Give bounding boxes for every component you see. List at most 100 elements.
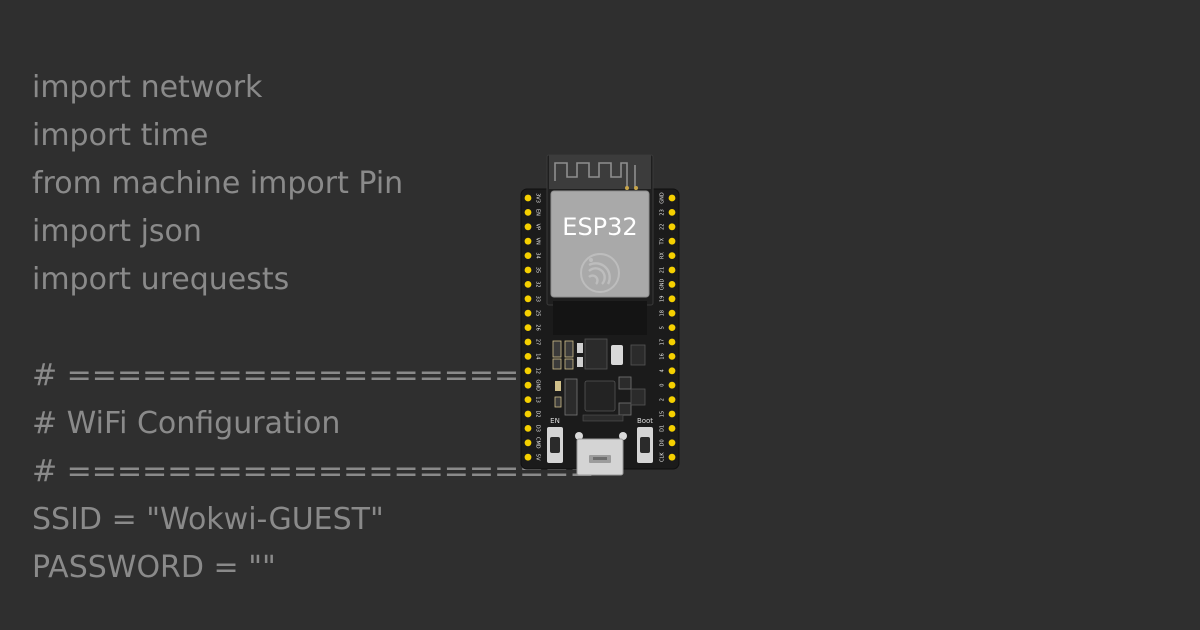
right-pin-pad[interactable]: [668, 281, 676, 288]
right-pin-label: D1: [660, 425, 666, 432]
left-pin-label: D3: [535, 425, 541, 432]
right-pin-label: D0: [660, 439, 666, 446]
left-pin-pad[interactable]: [524, 223, 532, 231]
right-pin-label: 5: [660, 326, 666, 329]
right-pin-label: 16: [660, 353, 666, 359]
left-pin-label: 33: [535, 296, 541, 302]
left-pin-pad[interactable]: [524, 209, 532, 216]
right-pin-pad[interactable]: [668, 425, 676, 432]
antenna-trace: [554, 162, 628, 187]
boot-button[interactable]: Boot: [637, 417, 653, 463]
left-pin-label: 35: [535, 267, 541, 273]
left-pin-label: 25: [535, 310, 541, 316]
right-pin-pad[interactable]: [668, 223, 676, 231]
code-line: from machine import Pin: [32, 166, 404, 201]
left-pin-pad[interactable]: [524, 295, 532, 303]
right-pin-pad[interactable]: [668, 453, 676, 461]
left-pin-pad[interactable]: [524, 309, 532, 317]
right-pin-label: 22: [660, 224, 666, 230]
left-pin-label: 5V: [535, 454, 541, 461]
left-pin-label: 26: [535, 324, 541, 330]
smd-components: [552, 338, 646, 422]
right-pin-pad[interactable]: [668, 252, 676, 259]
left-pin-pad[interactable]: [524, 266, 532, 274]
micro-usb-port[interactable]: [575, 432, 627, 476]
right-pin-pad[interactable]: [668, 209, 676, 216]
left-pin-labels: 3V3ENVPVN343532332526271412GND13D2D3CMD5…: [535, 193, 541, 461]
en-button[interactable]: EN: [547, 417, 563, 463]
right-pin-pad[interactable]: [668, 338, 676, 346]
left-pin-pad[interactable]: [524, 324, 532, 331]
usb-uart-chip: [584, 380, 616, 412]
left-pin-pad[interactable]: [524, 381, 532, 389]
left-pin-pad[interactable]: [524, 410, 532, 418]
left-pin-label: EN: [535, 209, 541, 216]
code-editor[interactable]: import network import time from machine im…: [32, 64, 595, 592]
left-pin-label: 34: [535, 252, 541, 258]
left-pin-label: 3V3: [535, 193, 541, 203]
right-pin-pad[interactable]: [668, 309, 676, 317]
left-pin-pad[interactable]: [524, 439, 532, 447]
right-pin-pad[interactable]: [668, 194, 676, 202]
right-pin-label: 2: [660, 398, 666, 401]
right-pin-pad[interactable]: [668, 381, 676, 389]
code-line: SSID = "Wokwi-GUEST": [32, 502, 384, 537]
right-pin-pad[interactable]: [668, 324, 676, 331]
right-pin-label: 4: [660, 369, 666, 372]
code-line: # =====================: [32, 454, 595, 489]
left-pin-header: [524, 194, 532, 461]
right-pin-label: 0: [660, 384, 666, 387]
right-pin-label: 21: [660, 267, 666, 273]
left-pin-label: 27: [535, 339, 541, 345]
right-pin-label: 17: [660, 339, 666, 345]
right-pin-pad[interactable]: [668, 396, 676, 403]
left-pin-pad[interactable]: [524, 237, 532, 245]
chip-label: ESP32: [562, 213, 637, 241]
module-shield: [550, 190, 650, 298]
left-pin-label: CMD: [535, 437, 541, 449]
right-pin-label: 15: [660, 411, 666, 417]
left-pin-pad[interactable]: [524, 396, 532, 403]
left-pin-pad[interactable]: [524, 252, 532, 259]
right-pin-pad[interactable]: [668, 295, 676, 303]
right-pin-label: 23: [660, 209, 666, 215]
right-pin-label: 19: [660, 296, 666, 302]
left-pin-label: VP: [535, 224, 541, 230]
left-pin-pad[interactable]: [524, 338, 532, 346]
right-pin-pad[interactable]: [668, 367, 676, 375]
left-pin-label: VN: [535, 238, 541, 245]
left-pin-label: 14: [535, 353, 541, 359]
code-line: import time: [32, 118, 209, 153]
right-pin-label: GND: [660, 192, 666, 204]
code-line: import json: [32, 214, 202, 249]
code-line: # =====================: [32, 358, 595, 393]
right-pin-pad[interactable]: [668, 266, 676, 274]
en-button-label: EN: [550, 417, 560, 425]
left-pin-pad[interactable]: [524, 367, 532, 375]
right-pin-label: RX: [660, 252, 666, 259]
left-pin-pad[interactable]: [524, 281, 532, 288]
right-pin-pad[interactable]: [668, 410, 676, 418]
code-line: import urequests: [32, 262, 290, 297]
left-pin-label: 13: [535, 396, 541, 402]
code-line: PASSWORD = "": [32, 550, 276, 585]
code-line: import network: [32, 70, 263, 105]
wroom-module: ESP32: [546, 154, 654, 335]
right-pin-label: GND: [660, 279, 666, 291]
code-line: [32, 304, 595, 352]
left-pin-pad[interactable]: [524, 425, 532, 432]
left-pin-pad[interactable]: [524, 453, 532, 461]
right-pin-label: 18: [660, 310, 666, 316]
right-pin-pad[interactable]: [668, 353, 676, 360]
left-pin-pad[interactable]: [524, 194, 532, 202]
antenna-area: [549, 155, 651, 189]
right-pin-pad[interactable]: [668, 439, 676, 447]
left-pin-label: GND: [535, 379, 541, 391]
left-pin-pad[interactable]: [524, 353, 532, 360]
right-pin-label: TX: [660, 237, 666, 245]
code-line: # WiFi Configuration: [32, 406, 341, 441]
right-pin-pad[interactable]: [668, 237, 676, 245]
